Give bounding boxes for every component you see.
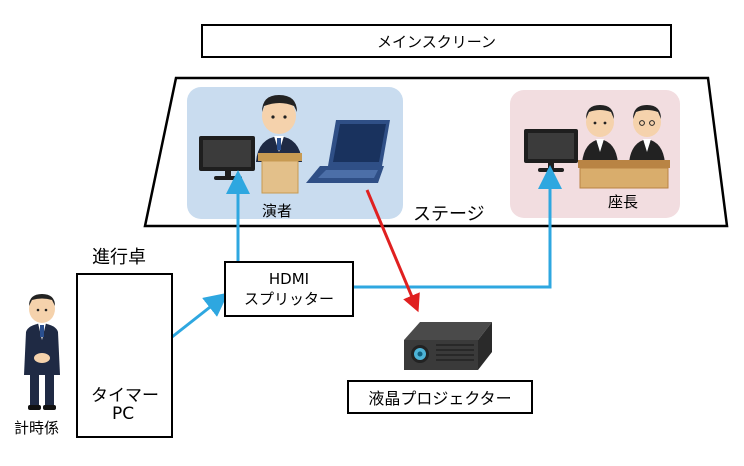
chair-label: 座長 — [608, 193, 639, 211]
projector-label: 液晶プロジェクター — [368, 389, 512, 408]
timekeeper-label: 計時係 — [14, 419, 60, 437]
projector-icon — [404, 322, 492, 370]
stage-label: ステージ — [413, 204, 485, 225]
timer-pc-label-line1: タイマー — [91, 386, 159, 406]
presenter-label: 演者 — [262, 202, 293, 220]
splitter-to-chair-monitor-line — [354, 165, 562, 289]
projector-label-box: 液晶プロジェクター — [347, 380, 533, 414]
splitter-label-line1: HDMI — [268, 270, 310, 288]
laptop-to-projector-line — [365, 189, 420, 313]
podium-icon — [258, 153, 302, 194]
desk-to-splitter-line — [171, 292, 229, 339]
chair-table-icon — [578, 160, 670, 189]
chairperson-2-icon — [629, 105, 665, 163]
hdmi-connections — [171, 165, 562, 339]
desk-box — [76, 273, 173, 438]
hdmi-splitter-box: HDMI スプリッター — [224, 261, 354, 317]
timekeeper-person-icon — [24, 294, 60, 410]
splitter-label-line2: スプリッター — [243, 290, 334, 308]
main-screen-label: メインスクリーン — [377, 32, 496, 51]
desk-title: 進行卓 — [92, 247, 146, 268]
presenter-laptop-icon — [306, 120, 390, 183]
main-screen-box: メインスクリーン — [201, 24, 672, 58]
chairperson-1-icon — [582, 105, 618, 163]
timer-pc-label-line2: PC — [112, 404, 135, 424]
